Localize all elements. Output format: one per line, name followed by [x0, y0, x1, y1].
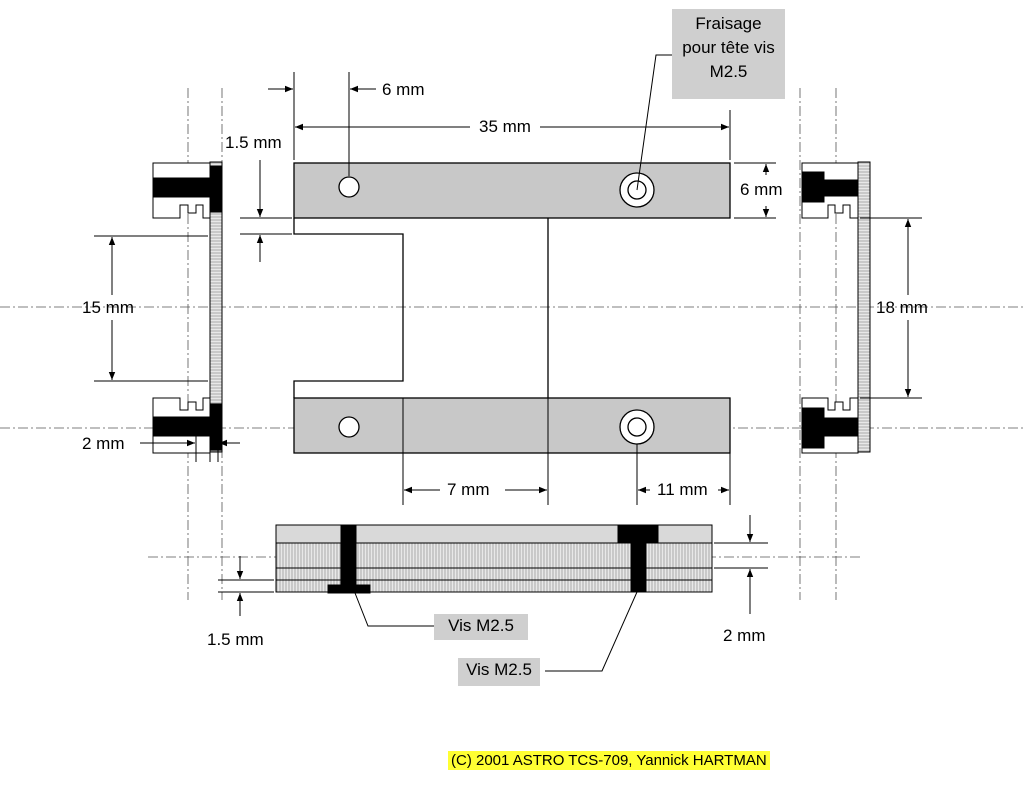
dim-1-5mm-top: 1.5 mm	[225, 133, 282, 152]
dim-1-5mm-bottom: 1.5 mm	[207, 630, 264, 649]
dim-2mm-bottom: 2 mm	[723, 626, 766, 645]
callout-fraisage-line2: pour tête vis	[682, 38, 775, 57]
copyright-notice: (C) 2001 ASTRO TCS-709, Yannick HARTMAN	[448, 751, 770, 770]
dim-11mm: 11 mm	[657, 480, 708, 499]
bottom-plate	[293, 397, 731, 454]
dim-6mm-right: 6 mm	[740, 180, 783, 199]
callout-vis-2: Vis M2.5	[458, 658, 540, 686]
dim-6mm-top: 6 mm	[382, 80, 425, 99]
callout-fraisage-line1: Fraisage	[695, 14, 762, 33]
dim-7mm: 7 mm	[447, 480, 490, 499]
leader-lines	[354, 54, 672, 672]
dimension-lines	[94, 72, 922, 616]
dim-18mm: 18 mm	[876, 298, 928, 317]
right-side-view	[801, 161, 871, 454]
dim-15mm: 15 mm	[82, 298, 134, 317]
spacer-outline	[293, 218, 549, 398]
callout-fraisage-line3: M2.5	[709, 62, 748, 81]
top-plate	[293, 162, 731, 219]
callout-vis-1: Vis M2.5	[434, 614, 528, 640]
dim-35mm: 35 mm	[479, 117, 531, 136]
dim-2mm-left: 2 mm	[82, 434, 125, 453]
left-side-view	[152, 161, 223, 454]
bottom-side-view	[275, 524, 713, 594]
callout-fraisage: Fraisage pour tête vis M2.5	[672, 9, 785, 99]
